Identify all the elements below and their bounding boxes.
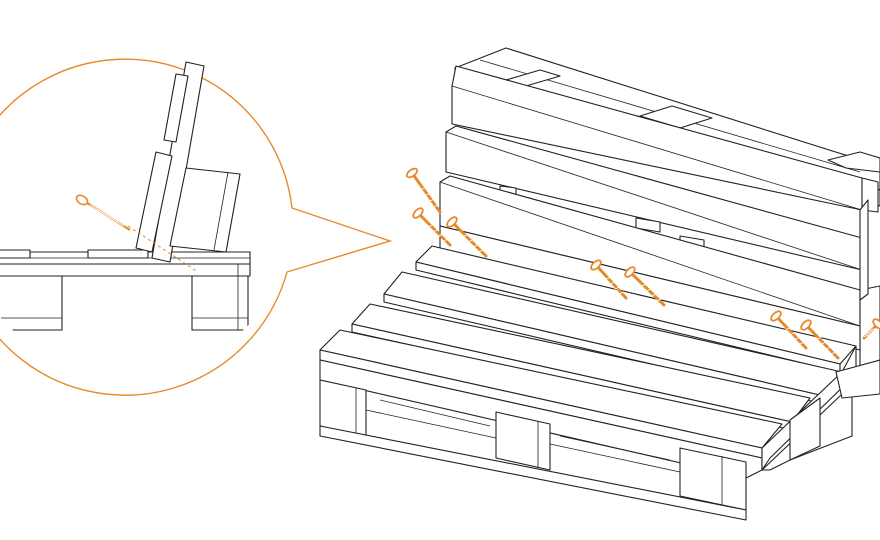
screw-icon [412,207,452,247]
seat-pallet [319,245,880,521]
screw-icon [624,266,666,307]
screw-icon [800,319,840,360]
screw-icon [590,259,628,300]
screw-icon [862,318,880,340]
screws-group [405,167,880,360]
callout-outline [0,58,393,396]
screw-icon [770,310,808,350]
callout-magnified-joint [0,61,251,331]
pallet-sofa [319,47,880,521]
screw-icon [446,216,488,258]
backrest-pallet [439,47,880,367]
detail-screw-icon [75,194,199,273]
detail-callout [0,58,393,396]
screw-icon [405,167,442,214]
